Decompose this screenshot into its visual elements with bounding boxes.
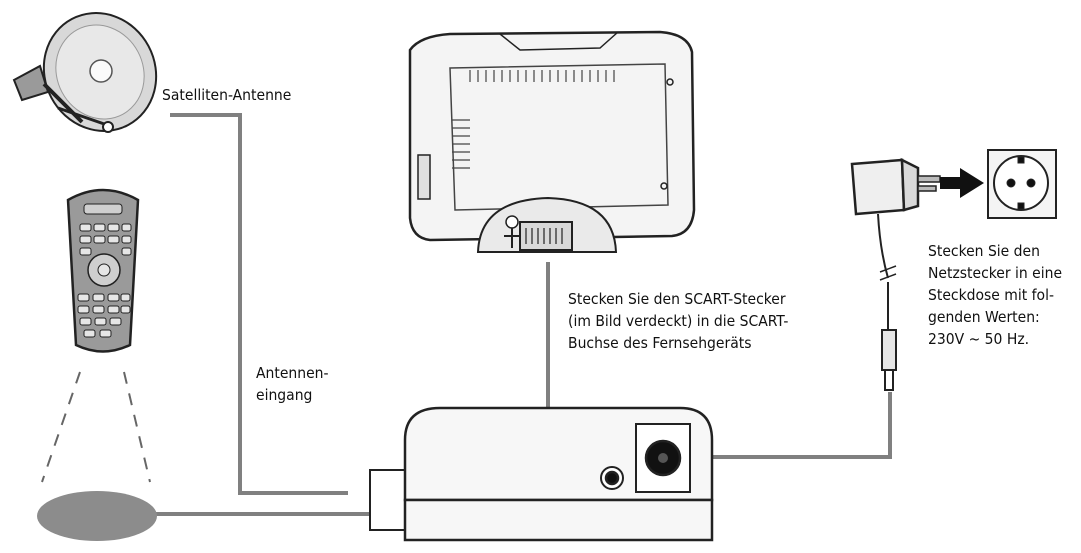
label-line: Antennen- bbox=[256, 364, 329, 382]
power-adapter-icon bbox=[850, 157, 941, 391]
ir-beam bbox=[41, 371, 151, 483]
label-line: Buchse des Fernsehgeräts bbox=[568, 334, 752, 352]
ir-receiver-icon bbox=[37, 491, 157, 541]
label-line: eingang bbox=[256, 386, 313, 404]
receiver-box-icon bbox=[369, 406, 714, 542]
arrow-right-icon bbox=[940, 168, 984, 198]
label-line: Steckdose mit fol- bbox=[928, 286, 1054, 304]
label-line: Satelliten-Antenne bbox=[162, 86, 292, 104]
label-power-instruction: Stecken Sie den Netzstecker in eine Stec… bbox=[928, 240, 1062, 350]
label-scart-instruction: Stecken Sie den SCART-Stecker (im Bild v… bbox=[568, 288, 788, 354]
wall-socket-icon bbox=[987, 149, 1057, 219]
label-line: Stecken Sie den SCART-Stecker bbox=[568, 290, 786, 308]
antenna-cable bbox=[170, 113, 348, 495]
satellite-dish-icon bbox=[12, 12, 158, 133]
label-line: (im Bild verdeckt) in die SCART- bbox=[568, 312, 789, 330]
label-satellite-antenna: Satelliten-Antenne bbox=[162, 84, 291, 106]
label-antenna-input: Antennen- eingang bbox=[256, 362, 329, 406]
label-line: 230V ~ 50 Hz. bbox=[928, 330, 1030, 348]
label-line: Stecken Sie den bbox=[928, 242, 1040, 260]
power-cable bbox=[668, 392, 892, 459]
tv-rear-icon bbox=[408, 30, 696, 253]
label-line: Netzstecker in eine bbox=[928, 264, 1063, 282]
remote-control-icon bbox=[66, 188, 140, 353]
label-line: genden Werten: bbox=[928, 308, 1040, 326]
